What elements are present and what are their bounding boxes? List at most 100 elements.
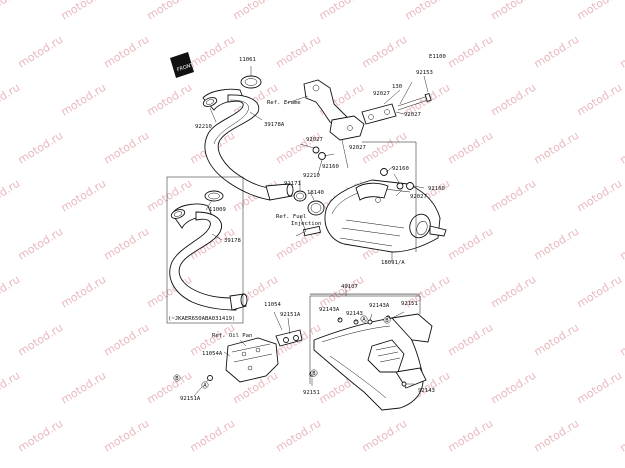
label-ref-oil-pan: Ref. Oil Pan [212, 333, 252, 339]
watermark-text-3: motod.ru [231, 0, 281, 23]
front-arrow-icon: FRONT [170, 52, 195, 78]
watermark-text-71: motod.ru [575, 369, 625, 407]
watermark-text-31: motod.ru [618, 129, 625, 167]
collar-icon [318, 152, 326, 160]
label-39178a: 39178A [264, 122, 285, 128]
watermark-text-17: motod.ru [59, 81, 109, 119]
label-92027-d: 92027 [349, 145, 366, 151]
watermark-text-78: motod.ru [532, 417, 582, 455]
label-92143-2: 92143 [418, 388, 435, 394]
label-92027-c: 92027 [306, 137, 323, 143]
svg-text:A: A [203, 383, 207, 389]
label-11054: 11054 [264, 302, 281, 308]
watermark-text-62: motod.ru [532, 321, 582, 359]
watermark-text-29: motod.ru [446, 129, 496, 167]
watermark-text-2: motod.ru [145, 0, 195, 23]
watermark-text-64: motod.ru [0, 369, 22, 407]
frame-bracket [303, 79, 365, 141]
label-vin-note: (~JKAER650ABA031419) [168, 316, 235, 322]
watermark-text-54: motod.ru [489, 273, 539, 311]
watermark-text-25: motod.ru [102, 129, 152, 167]
oil-pan-bracket [207, 329, 303, 383]
watermark-text-72: motod.ru [16, 417, 66, 455]
watermark-text-39: motod.ru [575, 177, 625, 215]
marker-b-1: B [383, 316, 391, 324]
watermark-text-8: motod.ru [16, 33, 66, 71]
watermark-text-38: motod.ru [489, 177, 539, 215]
front-badge-text: FRONT [176, 62, 195, 73]
label-11054a: 11054A [202, 351, 223, 357]
label-39178: 39178 [224, 238, 241, 244]
lower-fairing-49107 [309, 313, 433, 411]
watermark-text-28: motod.ru [360, 129, 410, 167]
label-92151a-top: 92151A [280, 312, 301, 318]
label-11009: 11009 [209, 207, 226, 213]
label-92027-a: 92027 [373, 91, 390, 97]
label-92160-a: 92160 [322, 164, 339, 170]
watermark-text-76: motod.ru [360, 417, 410, 455]
leader-lines [193, 66, 429, 397]
watermark-text-56: motod.ru [16, 321, 66, 359]
label-130: 130 [392, 84, 402, 90]
svg-text:B: B [312, 371, 316, 377]
label-49107: 49107 [341, 284, 358, 290]
watermark-text-16: motod.ru [0, 81, 22, 119]
watermark-text-55: motod.ru [575, 273, 625, 311]
label-92160-b: 92160 [392, 166, 409, 172]
watermark-text-10: motod.ru [188, 33, 238, 71]
watermark-text-79: motod.ru [618, 417, 625, 455]
label-92160-c: 92160 [428, 186, 445, 192]
muffler-18091a [324, 168, 447, 253]
watermark-text-9: motod.ru [102, 33, 152, 71]
watermark-text-57: motod.ru [102, 321, 152, 359]
watermark-text-13: motod.ru [446, 33, 496, 71]
label-92151a-bottom: 92151A [180, 396, 201, 402]
svg-text:B: B [175, 376, 179, 382]
washer-icon [312, 146, 320, 154]
label-92151-top: 92151 [401, 301, 418, 307]
label-92143a-1: 92143A [319, 307, 340, 313]
label-18140: 18140 [307, 190, 324, 196]
watermark-text-47: motod.ru [618, 225, 625, 263]
gasket-11009 [204, 190, 224, 202]
label-92210-b: 92210 [303, 173, 320, 179]
watermark-text-61: motod.ru [446, 321, 496, 359]
watermark-text-23: motod.ru [575, 81, 625, 119]
lower-exhaust-pipe [169, 190, 248, 311]
watermark-text-70: motod.ru [489, 369, 539, 407]
muffler-group-box [362, 141, 417, 252]
watermark-text-52: motod.ru [317, 273, 367, 311]
diagram-code: E1100 [429, 54, 446, 60]
watermark-text-77: motod.ru [446, 417, 496, 455]
watermark-text-15: motod.ru [618, 33, 625, 71]
watermark-layer: motod.ru motod.ru motod.ru motod.ru motod.ru… [0, 0, 625, 455]
watermark-text-73: motod.ru [102, 417, 152, 455]
clamp-and-gasket [293, 190, 325, 216]
label-18091a: 18091/A [381, 260, 405, 266]
watermark-text-45: motod.ru [446, 225, 496, 263]
variant-group-box [166, 176, 244, 324]
watermark-text-4: motod.ru [317, 0, 367, 23]
watermark-text-41: motod.ru [102, 225, 152, 263]
watermark-text-48: motod.ru [0, 273, 22, 311]
oxygen-sensor [295, 225, 321, 237]
watermark-text-12: motod.ru [360, 33, 410, 71]
label-ref-fuel-2: Injection [291, 221, 321, 227]
label-92143a-2: 92143A [369, 303, 390, 309]
watermark-text-65: motod.ru [59, 369, 109, 407]
upper-exhaust-pipe [202, 75, 294, 201]
label-92153: 92153 [416, 70, 433, 76]
label-ref-fuel-1: Ref. Fuel [276, 214, 306, 220]
watermark-text-40: motod.ru [16, 225, 66, 263]
marker-b-3: B [173, 374, 181, 382]
label-92143-1: 92143 [346, 311, 363, 317]
watermark-text-0: motod.ru [0, 0, 22, 23]
label-92210-a: 92210 [195, 124, 212, 130]
watermark-text-1: motod.ru [59, 0, 109, 23]
marker-b-2: B [310, 369, 318, 377]
label-ref-frame: Ref. Frame [267, 100, 301, 106]
watermark-text-6: motod.ru [489, 0, 539, 23]
clamp-92171 [293, 190, 307, 202]
